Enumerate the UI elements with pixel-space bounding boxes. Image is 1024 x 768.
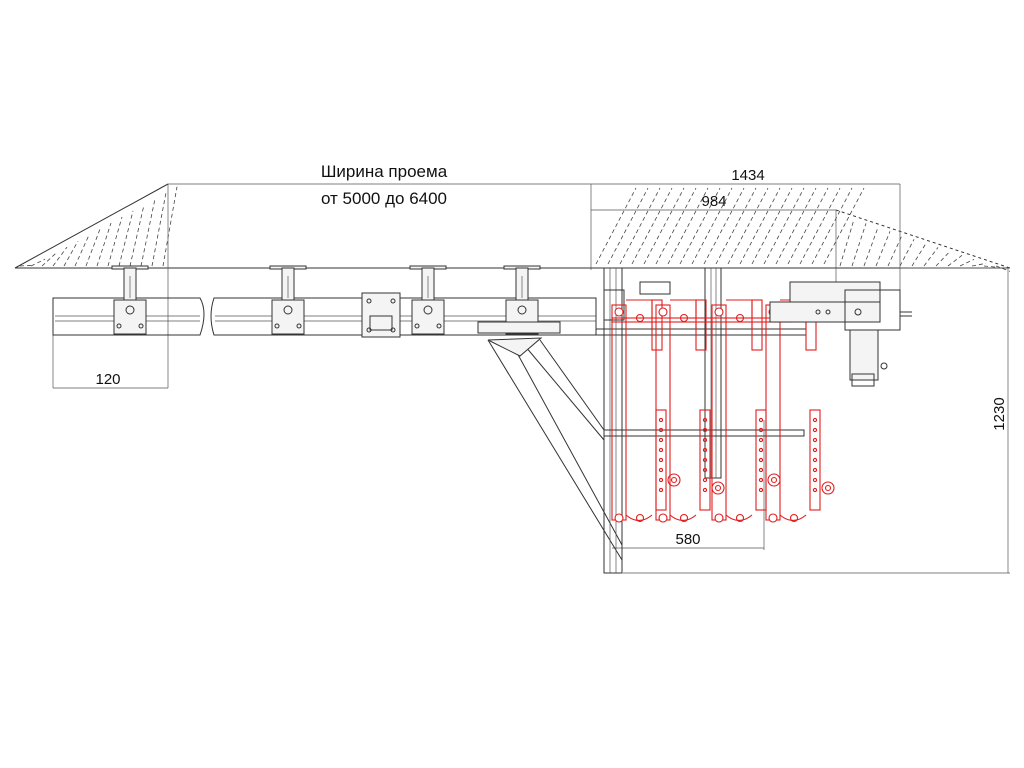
hinge-icon [658, 513, 668, 523]
hatch-stroke [74, 234, 90, 267]
hatch-stroke [715, 187, 757, 265]
hatch-stroke [129, 204, 145, 267]
dim-580-label: 580 [675, 531, 700, 548]
diagonal-brace [477, 321, 623, 561]
ceiling-bracket [409, 265, 447, 335]
hatch-stroke [85, 228, 101, 267]
hatch-stroke [971, 262, 987, 267]
hatch-stroke [787, 187, 829, 265]
bolt-icon [283, 305, 293, 315]
bolt-icon [125, 305, 135, 315]
hatch-stroke [151, 192, 167, 267]
hatch-stroke [52, 246, 68, 267]
hatch-stroke [19, 264, 35, 267]
hatch-stroke [619, 187, 661, 265]
hatch-stroke [118, 210, 134, 267]
hinge-icon [714, 307, 724, 317]
hatch-stroke [947, 255, 963, 267]
horizontal-track [52, 297, 806, 336]
hatch-stroke [595, 187, 637, 265]
hatch-stroke [839, 219, 855, 267]
hatch-stroke [811, 187, 853, 265]
door-leaf [711, 299, 781, 523]
hatch-stroke [851, 223, 867, 267]
bolt-icon [423, 305, 433, 315]
roller-icon [767, 473, 781, 487]
hatch-stroke [140, 198, 156, 267]
hinge-icon [768, 513, 778, 523]
hatch-stroke [995, 265, 1011, 272]
hinge-icon [714, 513, 724, 523]
hatch-stroke [739, 187, 781, 265]
hatch-stroke [643, 187, 685, 265]
hatch-stroke [655, 187, 697, 265]
opening-width-range: от 5000 до 6400 [321, 189, 447, 208]
hatch-stroke [763, 187, 805, 265]
hatch-stroke [667, 187, 709, 265]
vertical-guides [603, 267, 805, 574]
hinge-icon [614, 513, 624, 523]
hatch-stroke [607, 187, 649, 265]
hatch-stroke [863, 227, 879, 267]
dimension-lines [52, 183, 1010, 574]
door-leaf [765, 299, 835, 523]
door-leaf [655, 299, 725, 523]
hatch-stroke [911, 243, 927, 267]
junction-plate [361, 292, 401, 338]
annotations: Ширина проема от 5000 до 6400 1434 984 1… [95, 162, 1008, 548]
roller-icon [821, 481, 835, 495]
hatch-stroke [775, 187, 817, 265]
bolt-icon [517, 305, 527, 315]
hatch-stroke [799, 187, 841, 265]
drive-motor [639, 281, 912, 387]
opening-width-title: Ширина проема [321, 162, 448, 181]
hatch-stroke [935, 251, 951, 267]
door-leaves [611, 299, 835, 523]
roller-icon [711, 481, 725, 495]
hatch-stroke [631, 187, 673, 265]
hinge-icon [658, 307, 668, 317]
dim-1230-label: 1230 [991, 397, 1008, 430]
hatch-stroke [96, 222, 112, 267]
ceiling-hatching [14, 183, 1011, 272]
dim-984-label: 984 [701, 193, 726, 210]
hatch-stroke [959, 258, 975, 267]
hatch-stroke [30, 258, 46, 267]
hatch-stroke [923, 247, 939, 267]
hatch-stroke [703, 187, 745, 265]
hatch-stroke [823, 187, 865, 265]
hatch-stroke [162, 186, 178, 267]
hatch-stroke [691, 187, 733, 265]
ceiling-bracket [111, 265, 149, 335]
dim-1434-label: 1434 [731, 167, 764, 184]
hatch-stroke [751, 187, 793, 265]
hatch-stroke [875, 231, 891, 267]
hatch-stroke [679, 187, 721, 265]
dim-120-label: 120 [95, 371, 120, 388]
hatch-stroke [107, 216, 123, 267]
ceiling-brackets [111, 265, 541, 335]
hatch-stroke [63, 240, 79, 267]
hatch-stroke [983, 265, 999, 268]
hatch-stroke [41, 252, 57, 267]
hatch-stroke [899, 239, 915, 267]
hatch-stroke [727, 187, 769, 265]
ceiling-bracket [269, 265, 307, 335]
hinge-icon [614, 307, 624, 317]
roller-icon [667, 473, 681, 487]
